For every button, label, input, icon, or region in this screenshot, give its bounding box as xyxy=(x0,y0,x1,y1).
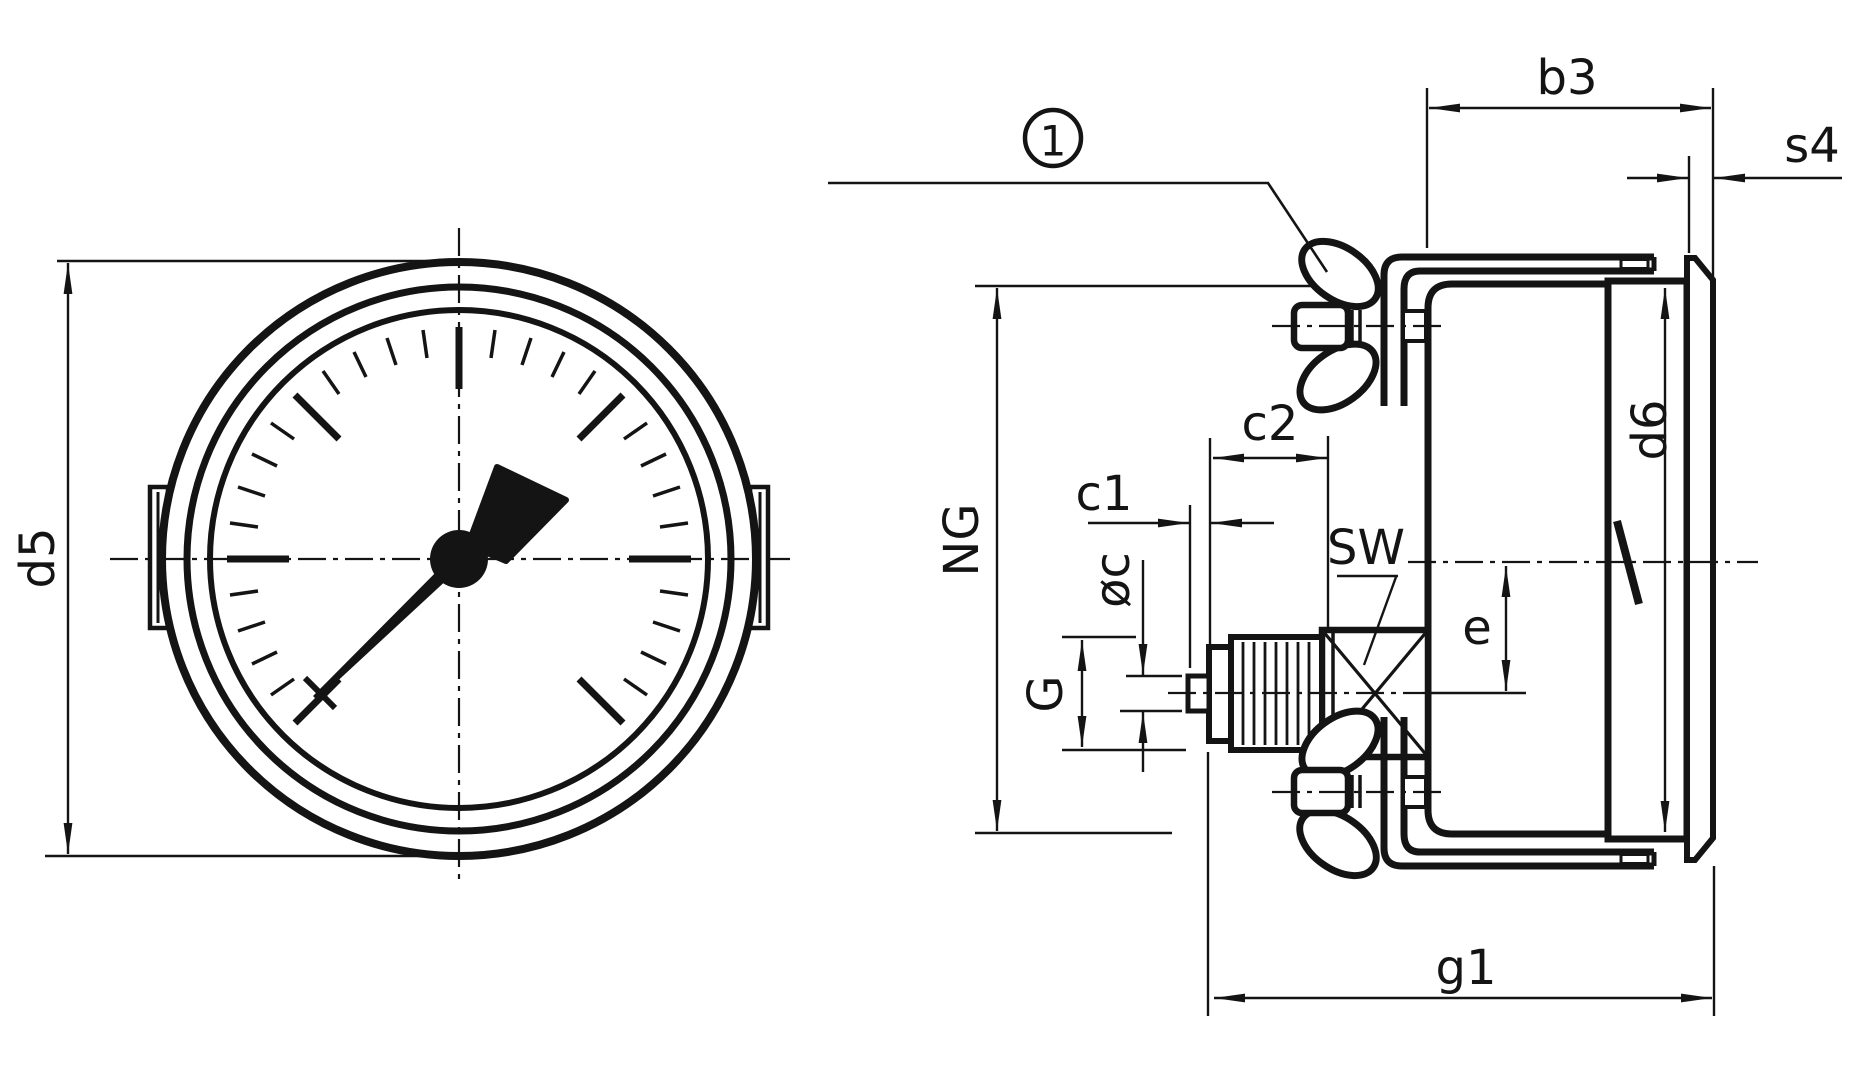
dimension-d5-label: d5 xyxy=(10,527,66,588)
dimension-d5 xyxy=(45,259,472,858)
dimension-b3 xyxy=(1425,88,1715,278)
minor-tick-marks xyxy=(229,329,689,697)
pointer-hub xyxy=(430,530,488,588)
dimension-b3-label: b3 xyxy=(1536,50,1597,106)
label-SW-leader xyxy=(1337,574,1398,666)
dimension-e-label: e xyxy=(1462,600,1492,656)
bezel-ring-side xyxy=(1604,277,1691,843)
dimension-c1-label: c1 xyxy=(1076,466,1133,522)
wing-lobe xyxy=(1296,806,1380,880)
dimension-s4 xyxy=(1627,156,1842,253)
dimension-phi-c xyxy=(1120,560,1182,772)
label-SW: SW xyxy=(1327,520,1405,576)
wing-lobe xyxy=(1296,340,1380,414)
dimension-c2 xyxy=(1208,436,1330,646)
dimension-NG-label: NG xyxy=(934,503,990,576)
callout-circle xyxy=(1022,107,1084,169)
callout-1: 1 xyxy=(828,107,1329,273)
dimension-d6-label: d6 xyxy=(1622,399,1678,460)
bottom-mounting-clamp xyxy=(1380,717,1657,870)
callout-number: 1 xyxy=(1040,117,1067,166)
front-view: d5 xyxy=(10,228,790,880)
dimension-g1 xyxy=(1206,752,1716,1016)
dimension-G-label: G xyxy=(1018,675,1074,712)
pointer-counterweight xyxy=(465,464,569,564)
dimension-c2-label: c2 xyxy=(1242,396,1299,452)
side-view: 1 xyxy=(828,50,1842,1016)
dimension-phi-c-label: øc xyxy=(1085,552,1141,608)
gauge-pointer xyxy=(302,464,569,711)
bezel-surface-mark xyxy=(1613,519,1643,606)
side-center-lines xyxy=(1168,324,1758,794)
front-flange xyxy=(1684,255,1716,863)
dimension-e xyxy=(1430,566,1526,695)
pointer-needle xyxy=(313,554,464,700)
dimension-g1-label: g1 xyxy=(1435,940,1496,996)
dimension-G xyxy=(1062,635,1186,752)
clamp-end-slot xyxy=(1619,853,1650,865)
wing-lobe xyxy=(1298,237,1382,311)
callout-leader-line xyxy=(828,181,1329,273)
pointer-tip-crossbar xyxy=(302,675,338,711)
dimension-c1 xyxy=(1088,505,1274,668)
dimension-s4-label: s4 xyxy=(1784,118,1840,174)
clamp-end-slot xyxy=(1619,258,1650,270)
dimension-NG xyxy=(975,284,1312,835)
case-body xyxy=(1424,280,1612,838)
bottom-wing-nut xyxy=(1290,707,1382,880)
